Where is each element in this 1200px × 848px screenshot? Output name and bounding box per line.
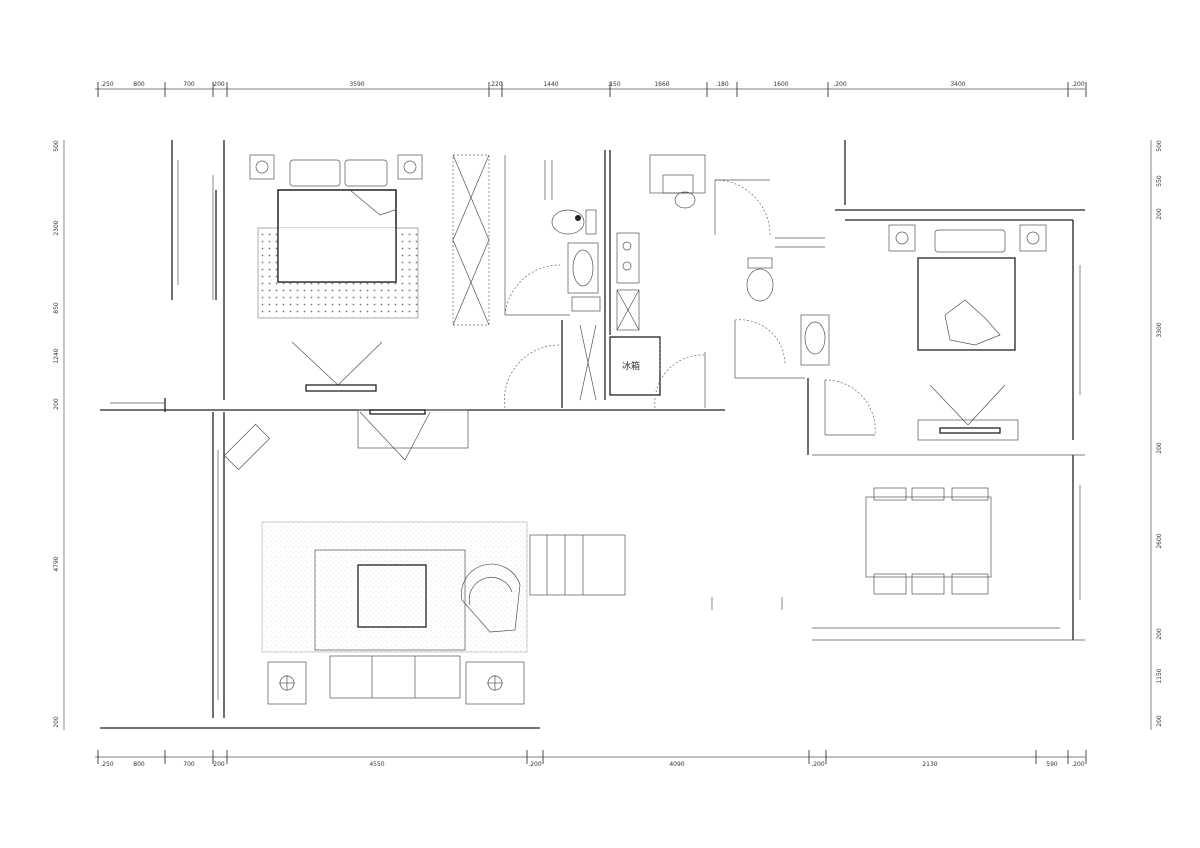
dimension-label: 4090 [669,761,684,768]
dimension-labels-left: 500 2300 850 1240 200 4790 200 [53,140,60,728]
dimension-label: 200 [53,716,60,728]
dimension-label: 2600 [1156,533,1163,548]
dimension-label: 550 [1156,175,1163,187]
dimension-label: 590 [1046,761,1058,768]
dimension-label: 850 [53,302,60,314]
bathroom-1 [504,150,606,408]
dimension-label: 1660 [654,81,669,88]
dimension-label: 3400 [950,81,965,88]
fridge-label: 冰箱 [622,360,640,372]
dimension-label: 3590 [349,81,364,88]
dimension-label: 200 [53,398,60,410]
kitchen: 冰箱 [579,150,661,401]
dimension-label: .200 [1071,761,1085,768]
dimension-label: 800 [133,761,145,768]
dimension-label: 4790 [53,556,60,571]
dimension-label: .200 [1071,81,1085,88]
dimension-label: 200 [1156,442,1163,454]
dimension-label: 1150 [1156,668,1163,683]
dimension-label: .220 [489,81,503,88]
dimension-label: 200 [213,761,225,768]
dimension-label: 2300 [53,220,60,235]
hall-doors [504,344,706,409]
living-room [223,409,783,705]
dimension-label: 200 [1156,628,1163,640]
dimension-labels-top: .250 800 700 200 3590 .220 1440 .150 1660 .180 160… [100,81,1085,88]
dimension-label: 1240 [53,348,60,363]
dimension-label: 4550 [369,761,384,768]
dimension-label: .200 [528,761,542,768]
dimension-label: .200 [811,761,825,768]
second-bedroom [835,209,1085,441]
main-walls [100,398,1085,729]
dimension-label: 500 [1156,140,1163,152]
dimension-label: .250 [100,761,114,768]
closet [452,154,506,326]
master-bedroom [171,140,423,400]
dimension-label: 3300 [1156,322,1163,337]
dimension-label: .150 [607,81,621,88]
dimension-label: 200 [1156,208,1163,220]
dimension-label: 1600 [773,81,788,88]
dimension-label: 700 [183,761,195,768]
dimension-labels-right: 500 550 200 3300 200 2600 200 1150 200 [1156,140,1163,727]
dimension-label: 200 [1156,715,1163,727]
dimension-label: 700 [183,81,195,88]
bathroom-2 [649,140,876,455]
dimension-label: 1440 [543,81,558,88]
dimension-label: 500 [53,140,60,152]
dimension-label: .250 [100,81,114,88]
dimension-label: 200 [213,81,225,88]
dimension-label: 800 [133,81,145,88]
dimension-label: 2130 [922,761,937,768]
dining-area [865,487,992,595]
dimension-lines [63,82,1152,764]
dimension-labels-bottom: .250 800 700 200 4550 .200 4090 .200 2130 590 .200 [100,761,1085,768]
dimension-label: .200 [833,81,847,88]
dimension-label: .180 [715,81,729,88]
